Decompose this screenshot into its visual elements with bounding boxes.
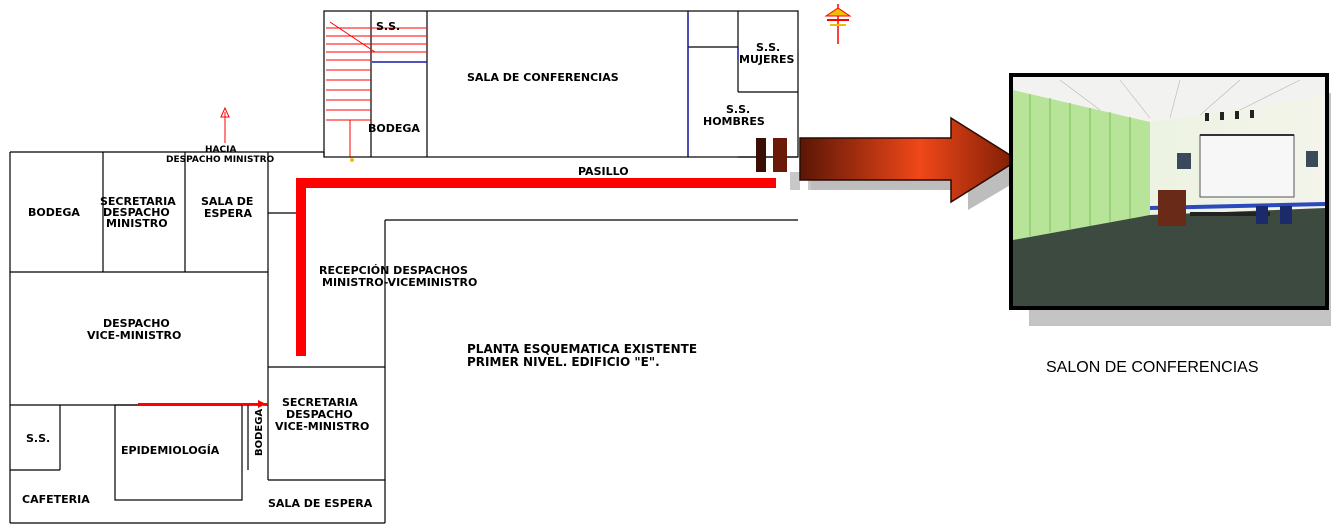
plan-title-line1: PLANTA ESQUEMATICA EXISTENTE — [467, 342, 697, 356]
route-line — [138, 178, 776, 408]
label-ss-bottom: S.S. — [26, 432, 50, 445]
label-bodega-stairs: BODEGA — [368, 122, 420, 135]
label-secretaria-min-3: MINISTRO — [106, 217, 168, 230]
up-arrow-icon — [220, 106, 230, 143]
label-secretaria-min-2: DESPACHO — [103, 206, 170, 219]
walls — [9, 10, 799, 524]
plan-title-line2: PRIMER NIVEL. EDIFICIO "E". — [467, 355, 660, 369]
label-secretaria-min-1: SECRETARIA — [100, 195, 176, 208]
label-epidemiologia: EPIDEMIOLOGÍA — [121, 444, 220, 457]
big-arrow — [799, 116, 1036, 210]
label-bodega-vertical: BODEGA — [254, 409, 265, 456]
label-ss-mujeres-2: MUJERES — [739, 53, 794, 66]
conference-block-outline — [323, 10, 799, 158]
photo-caption: SALON DE CONFERENCIAS — [1046, 359, 1259, 376]
conference-room-photo — [1009, 73, 1331, 326]
blue-partitions — [372, 13, 739, 156]
label-recepcion-1: RECEPCIÓN DESPACHOS — [319, 264, 468, 277]
label-ss-hombres-2: HOMBRES — [703, 115, 765, 128]
label-ss-mujeres-1: S.S. — [756, 41, 780, 54]
label-hacia-2: DESPACHO MINISTRO — [166, 155, 274, 165]
label-recepcion-2: MINISTRO-VICEMINISTRO — [322, 276, 477, 289]
plan-title: PLANTA ESQUEMATICA EXISTENTE PRIMER NIVE… — [467, 342, 697, 369]
label-ss-hombres-1: S.S. — [726, 103, 750, 116]
label-despacho-vice-1: DESPACHO — [103, 317, 170, 330]
label-secretaria-vice-2: DESPACHO — [286, 408, 353, 421]
label-secretaria-vice-1: SECRETARIA — [282, 396, 358, 409]
north-arrow-icon — [824, 4, 852, 44]
label-ss-top: S.S. — [376, 20, 400, 33]
room-labels: S.S. SALA DE CONFERENCIAS S.S. MUJERES S… — [22, 20, 794, 510]
label-sala-espera-1: SALA DE — [201, 195, 253, 208]
label-pasillo: PASILLO — [578, 165, 629, 178]
label-sala-espera-bottom: SALA DE ESPERA — [268, 497, 373, 510]
label-sala-conferencias: SALA DE CONFERENCIAS — [467, 71, 619, 84]
label-bodega-left: BODEGA — [28, 206, 80, 219]
staircase — [326, 21, 427, 158]
label-despacho-vice-2: VICE-MINISTRO — [87, 329, 181, 342]
label-secretaria-vice-3: VICE-MINISTRO — [275, 420, 369, 433]
label-sala-espera-2: ESPERA — [204, 207, 252, 220]
label-hacia-1: HACIA — [205, 145, 236, 155]
stair-marker — [350, 158, 354, 162]
label-cafeteria: CAFETERIA — [22, 493, 90, 506]
